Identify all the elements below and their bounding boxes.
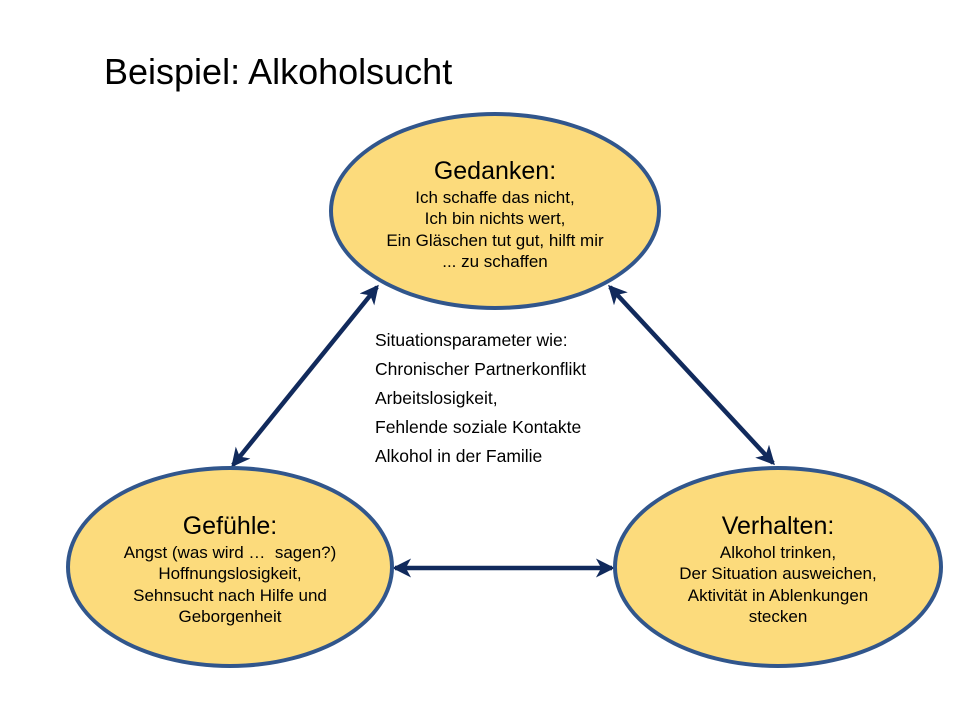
arrow-gedanken-gefuehle bbox=[231, 284, 379, 468]
situation-parameters-text: Situationsparameter wie: Chronischer Par… bbox=[375, 326, 586, 471]
node-gedanken-heading: Gedanken: bbox=[433, 156, 557, 185]
node-verhalten-line: Aktivität in Ablenkungen bbox=[687, 585, 869, 605]
node-gefuehle-line: Hoffnungslosigkeit, bbox=[158, 564, 302, 583]
node-gedanken: Gedanken: Ich schaffe das nicht, Ich bin… bbox=[329, 112, 661, 310]
node-gefuehle-heading: Gefühle: bbox=[182, 511, 278, 540]
slide-title: Beispiel: Alkoholsucht bbox=[104, 51, 453, 92]
arrow-gedanken-verhalten bbox=[608, 284, 775, 466]
node-gedanken-line: Ein Gläschen tut gut, hilft mir bbox=[386, 230, 604, 250]
situation-line: Situationsparameter wie: bbox=[375, 330, 568, 350]
situation-line: Alkohol in der Familie bbox=[375, 446, 543, 466]
node-gefuehle-line: Geborgenheit bbox=[178, 607, 282, 626]
node-gedanken-line: Ich schaffe das nicht, bbox=[415, 187, 575, 207]
node-gefuehle: Gefühle: Angst (was wird … sagen?) Hoffn… bbox=[66, 466, 394, 668]
situation-line: Chronischer Partnerkonflikt bbox=[375, 359, 587, 379]
situation-line: Fehlende soziale Kontakte bbox=[375, 417, 582, 437]
situation-line: Arbeitslosigkeit, bbox=[375, 388, 498, 408]
node-gefuehle-line: Angst (was wird … sagen?) bbox=[123, 542, 337, 562]
node-verhalten-line: Der Situation ausweichen, bbox=[679, 564, 877, 583]
node-gefuehle-line: Sehnsucht nach Hilfe und bbox=[133, 585, 327, 605]
node-verhalten: Verhalten: Alkohol trinken, Der Situatio… bbox=[613, 466, 943, 668]
node-verhalten-line: stecken bbox=[748, 607, 808, 626]
node-gedanken-line: ... zu schaffen bbox=[442, 252, 548, 271]
node-gedanken-line: Ich bin nichts wert, bbox=[424, 209, 566, 228]
node-verhalten-heading: Verhalten: bbox=[721, 511, 835, 540]
node-verhalten-line: Alkohol trinken, bbox=[719, 542, 837, 562]
